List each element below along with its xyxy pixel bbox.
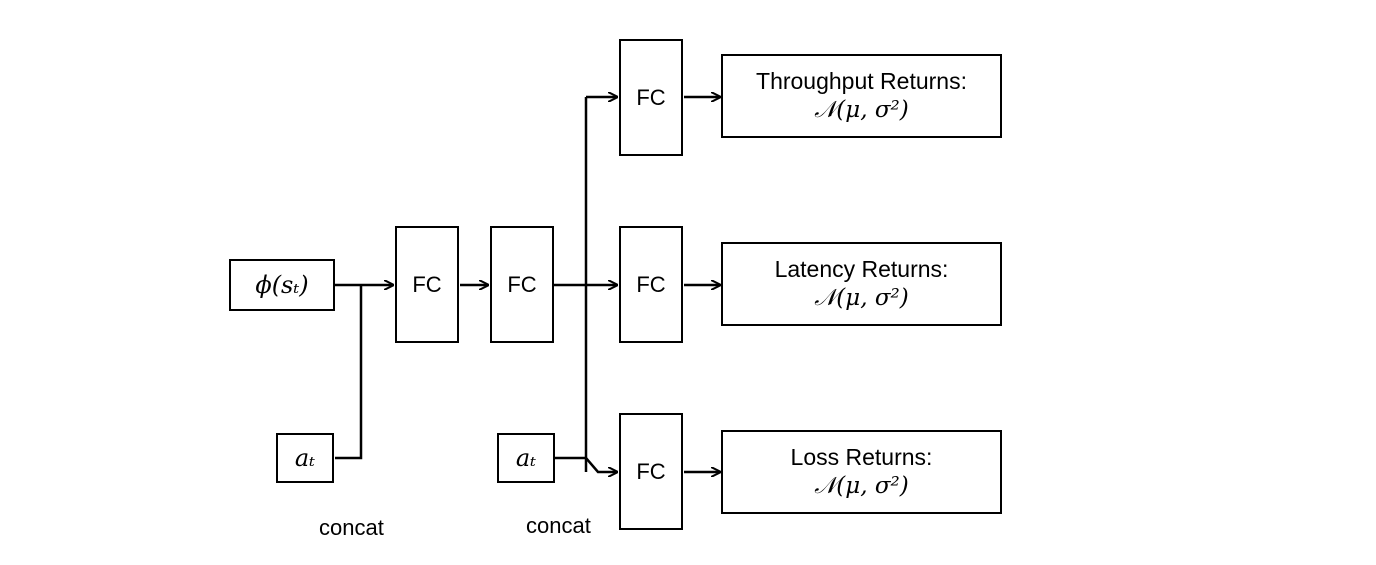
action-label-2: aₜ [515,444,537,472]
fc-layer-2-label: FC [507,271,537,297]
wire-action1-concat [335,285,363,460]
latency-returns-box: Latency Returns: 𝒩(μ, σ²) [721,242,1002,326]
wire-action2-concat [555,456,617,472]
loss-returns-title: Loss Returns: [790,444,933,471]
fc-head-latency-label: FC [636,271,666,297]
fc-head-latency: FC [619,226,683,343]
state-feature-box: ϕ(sₜ) [229,259,335,311]
throughput-returns-distribution: 𝒩(μ, σ²) [814,97,909,123]
fc-layer-1-label: FC [412,271,442,297]
action-box-2: aₜ [497,433,555,483]
action-label-1: aₜ [294,444,316,472]
fc-layer-1: FC [395,226,459,343]
loss-returns-box: Loss Returns: 𝒩(μ, σ²) [721,430,1002,514]
fc-head-throughput-label: FC [636,84,666,110]
latency-returns-title: Latency Returns: [774,256,949,283]
latency-returns-distribution: 𝒩(μ, σ²) [814,285,909,311]
action-box-1: aₜ [276,433,334,483]
loss-returns-distribution: 𝒩(μ, σ²) [814,473,909,499]
fc-head-throughput: FC [619,39,683,156]
fc-head-loss-label: FC [636,458,666,484]
throughput-returns-title: Throughput Returns: [756,68,967,95]
fc-layer-2: FC [490,226,554,343]
fc-head-loss: FC [619,413,683,530]
throughput-returns-box: Throughput Returns: 𝒩(μ, σ²) [721,54,1002,138]
concat-label-1: concat [319,515,384,540]
state-feature-label: ϕ(sₜ) [255,271,309,299]
concat-label-2: concat [526,513,591,538]
